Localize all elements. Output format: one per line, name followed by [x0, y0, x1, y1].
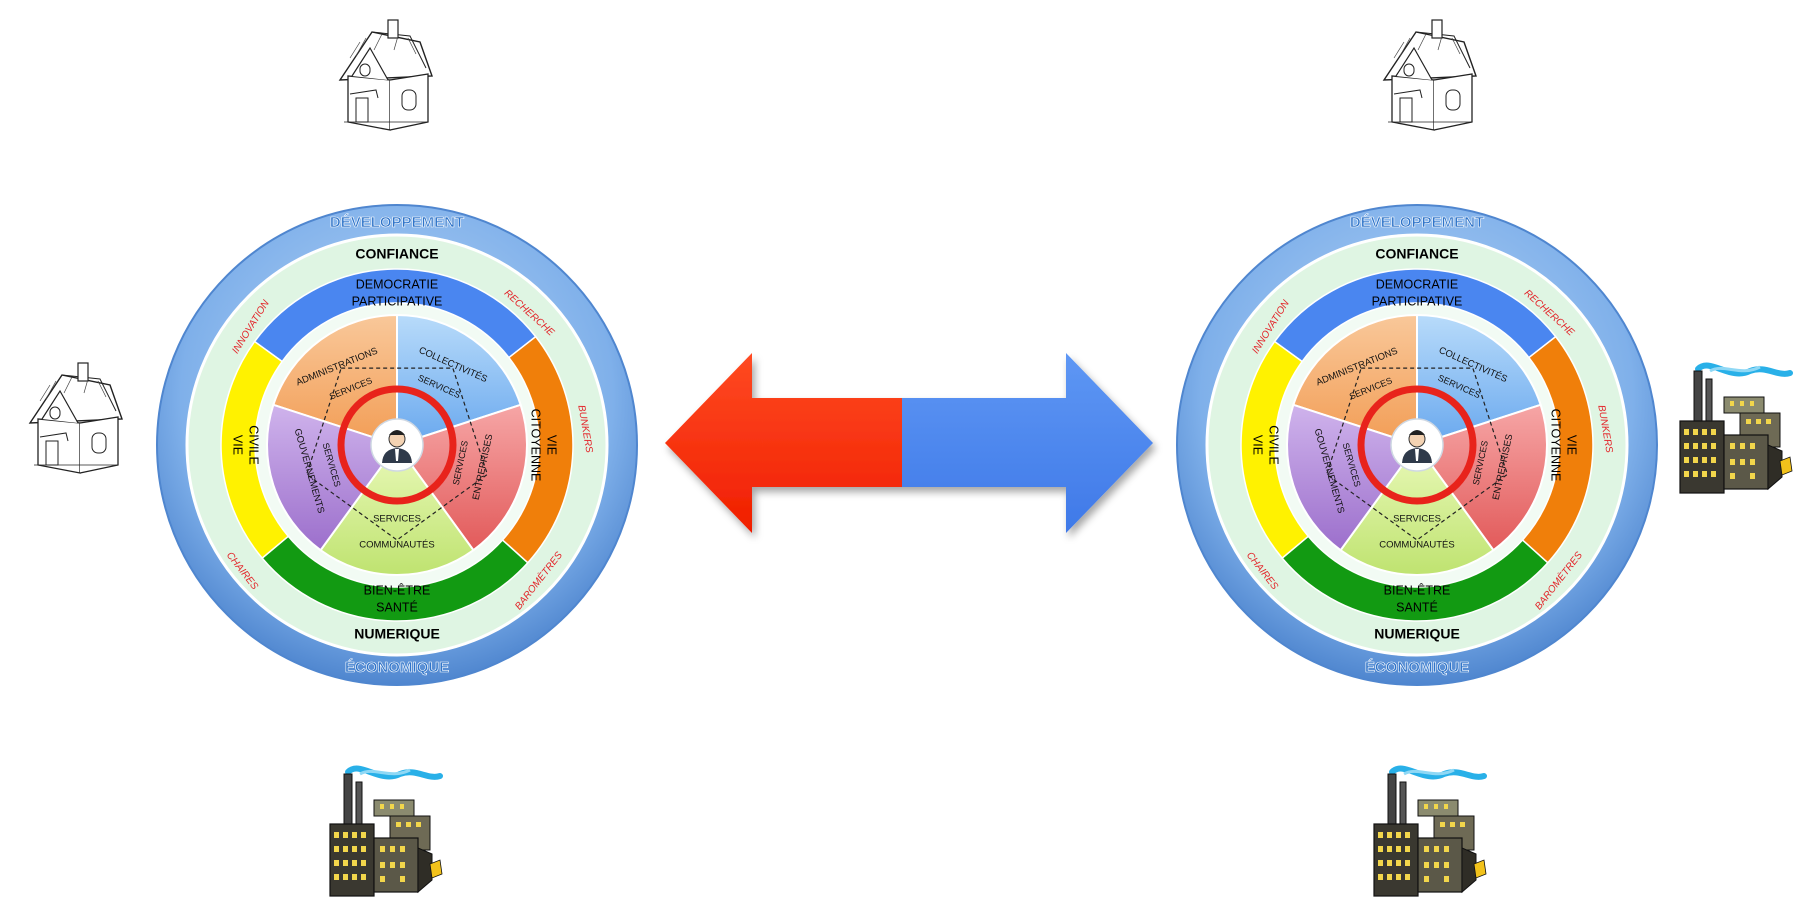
house-icon	[339, 19, 433, 131]
band-label-participative: PARTICIPATIVE	[352, 294, 443, 308]
label-services: SERVICES	[1393, 514, 1441, 525]
band-label-bien-etre: BIEN-ÊTRE	[364, 582, 431, 597]
factory-icon	[330, 769, 442, 896]
outer-label-bottom: ÉCONOMIQUE	[1365, 659, 1469, 676]
ring-label-top: CONFIANCE	[355, 246, 438, 262]
band-label-participative: PARTICIPATIVE	[1372, 294, 1463, 308]
ring-label-top: CONFIANCE	[1375, 246, 1458, 262]
arrow-left-icon	[665, 353, 902, 533]
person-icon	[1402, 430, 1432, 463]
outer-label-top: DÉVELOPPEMENT	[1350, 214, 1484, 231]
outer-label-bottom: ÉCONOMIQUE	[345, 659, 449, 676]
circle-diagram-left: DÉVELOPPEMENT ÉCONOMIQUE CONFIANCE NUMERIQU…	[156, 204, 638, 686]
band-label-vie: VIE	[1251, 435, 1265, 455]
ring-label-bottom: NUMERIQUE	[354, 626, 440, 642]
core-ring	[337, 385, 457, 505]
label-services: SERVICES	[373, 514, 421, 525]
band-label-civile: CIVILE	[1267, 425, 1281, 465]
core-ring	[1357, 385, 1477, 505]
circle-diagram-right: DÉVELOPPEMENT ÉCONOMIQUE CONFIANCE NUMERIQU…	[1176, 204, 1658, 686]
band-label-vie: VIE	[1565, 435, 1579, 455]
bidirectional-arrow	[665, 353, 1153, 533]
band-label-democratie: DEMOCRATIE	[356, 277, 438, 291]
band-label-civile: CIVILE	[247, 425, 261, 465]
band-label-bien-etre: BIEN-ÊTRE	[1384, 582, 1451, 597]
house-icon	[1383, 19, 1477, 131]
band-label-sante: SANTÉ	[1396, 599, 1438, 614]
label-communautes: COMMUNAUTÉS	[1379, 540, 1454, 551]
band-label-vie: VIE	[545, 435, 559, 455]
ring-label-bottom: NUMERIQUE	[1374, 626, 1460, 642]
label-communautes: COMMUNAUTÉS	[359, 540, 434, 551]
person-icon	[382, 430, 412, 463]
services-boundary	[1325, 367, 1509, 541]
band-label-sante: SANTÉ	[376, 599, 418, 614]
band-label-democratie: DEMOCRATIE	[1376, 277, 1458, 291]
services-boundary	[305, 367, 489, 541]
house-icon	[29, 362, 123, 474]
arrow-right-icon	[902, 353, 1153, 533]
outer-label-top: DÉVELOPPEMENT	[330, 214, 464, 231]
band-label-citoyenne: CITOYENNE	[1549, 409, 1563, 482]
band-label-vie: VIE	[231, 435, 245, 455]
factory-icon	[1374, 769, 1486, 896]
band-label-citoyenne: CITOYENNE	[529, 409, 543, 482]
factory-icon	[1680, 366, 1792, 493]
